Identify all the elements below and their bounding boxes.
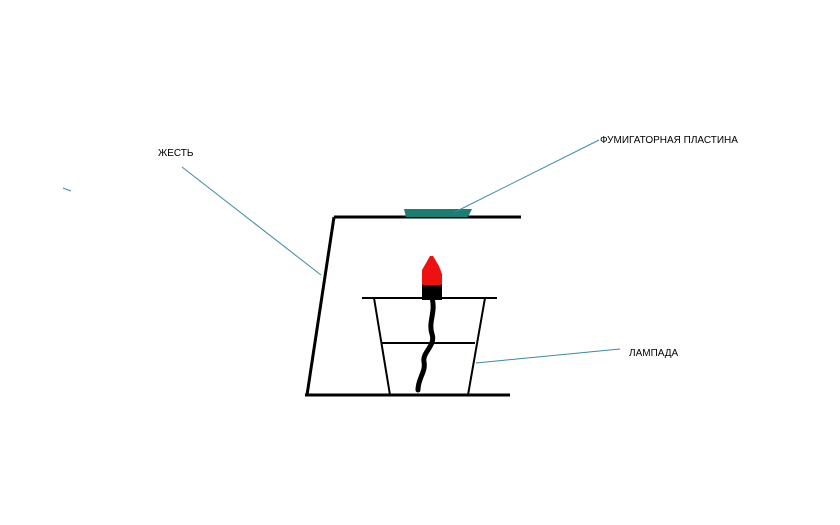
wick — [415, 295, 436, 393]
leader-line-fumigator-plate — [454, 139, 600, 213]
label-lamp: ЛАМПАДА — [629, 348, 679, 359]
fumigator-plate — [404, 209, 472, 217]
stand-right-leg — [467, 297, 486, 396]
flame — [422, 256, 442, 300]
tin-housing — [305, 215, 521, 397]
leader-line-lamp — [475, 348, 621, 364]
label-fumigator-plate: ФУМИГАТОРНАЯ ПЛАСТИНА — [600, 135, 738, 146]
housing-left-wall — [305, 216, 336, 396]
stray-mark — [62, 187, 72, 192]
label-tin: ЖЕСТЬ — [158, 148, 194, 159]
flame-base — [422, 285, 442, 300]
stand-left-leg — [373, 297, 391, 396]
flame-top — [422, 256, 442, 287]
leader-line-tin — [181, 166, 322, 276]
